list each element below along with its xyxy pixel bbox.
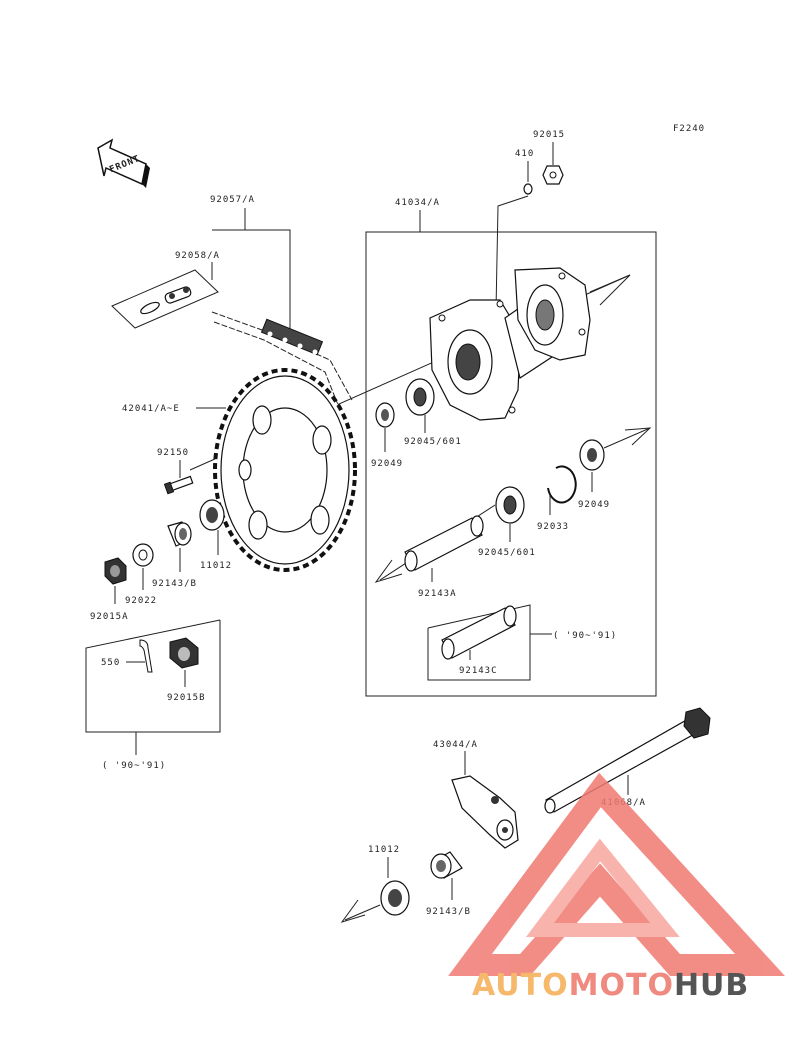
watermark-auto: AUTO [472, 968, 569, 1003]
nut-92015a [104, 557, 127, 585]
label-92033: 92033 [537, 522, 569, 532]
label-11012-right: 11012 [368, 845, 400, 855]
label-92150: 92150 [157, 448, 189, 458]
rear-axle-41068 [544, 707, 711, 814]
washer-410 [523, 183, 533, 195]
rear-hub [429, 267, 591, 421]
label-41034: 41034/A [395, 198, 440, 208]
collar-11012 [199, 499, 225, 531]
front-arrow-icon: FRONT [97, 138, 150, 188]
label-43044: 43044/A [433, 740, 478, 750]
label-11012-left: 11012 [200, 561, 232, 571]
label-92015b: 92015B [167, 693, 206, 703]
spacer-92143a [404, 515, 484, 572]
bearing-92045-lower [495, 486, 525, 524]
cotter-pin-550 [139, 639, 153, 673]
figure-code: F2240 [673, 124, 705, 134]
spacer-92143b-left [167, 521, 192, 547]
circlip-92033 [547, 465, 577, 504]
watermark-moto: MOTO [569, 968, 674, 1003]
spacer-92143c [441, 605, 517, 660]
watermark-text: AUTOMOTOHUB [472, 968, 749, 1003]
label-550: 550 [101, 658, 120, 668]
label-92015: 92015 [533, 130, 565, 140]
seal-92049-right [579, 439, 605, 471]
label-410: 410 [515, 149, 534, 159]
label-92015a: 92015A [90, 612, 129, 622]
label-92143c: 92143C [459, 666, 498, 676]
year-box-left [85, 619, 221, 733]
spacer-92143b-lower [430, 851, 463, 879]
label-92045-lower: 92045/601 [478, 548, 536, 558]
label-92143b-left: 92143/B [152, 579, 197, 589]
watermark-hub: HUB [674, 968, 749, 1003]
label-92058: 92058/A [175, 251, 220, 261]
drive-chain [211, 311, 353, 411]
label-92049-left: 92049 [371, 459, 403, 469]
label-92143a: 92143A [418, 589, 457, 599]
automotohub-logo [448, 772, 785, 976]
rear-sprocket [213, 368, 357, 572]
note-years-spacer: ( '90~'91) [553, 631, 617, 641]
bearing-92045-upper [405, 378, 435, 416]
castle-nut-92015b [169, 637, 199, 669]
label-92045-upper: 92045/601 [404, 437, 462, 447]
label-92143b-lower: 92143/B [426, 907, 471, 917]
nut-92015 [542, 165, 564, 185]
label-92049-right: 92049 [578, 500, 610, 510]
label-42041: 42041/A~E [122, 404, 180, 414]
label-92022: 92022 [125, 596, 157, 606]
bolt-92150 [163, 475, 194, 495]
master-link-parts [140, 286, 192, 315]
chain-adjuster-43044 [451, 775, 519, 849]
master-link-box [111, 269, 219, 329]
hub-group-box [365, 231, 657, 697]
collar-11012-lower [380, 880, 410, 916]
note-years-left: ( '90~'91) [102, 761, 166, 771]
label-92057: 92057/A [210, 195, 255, 205]
